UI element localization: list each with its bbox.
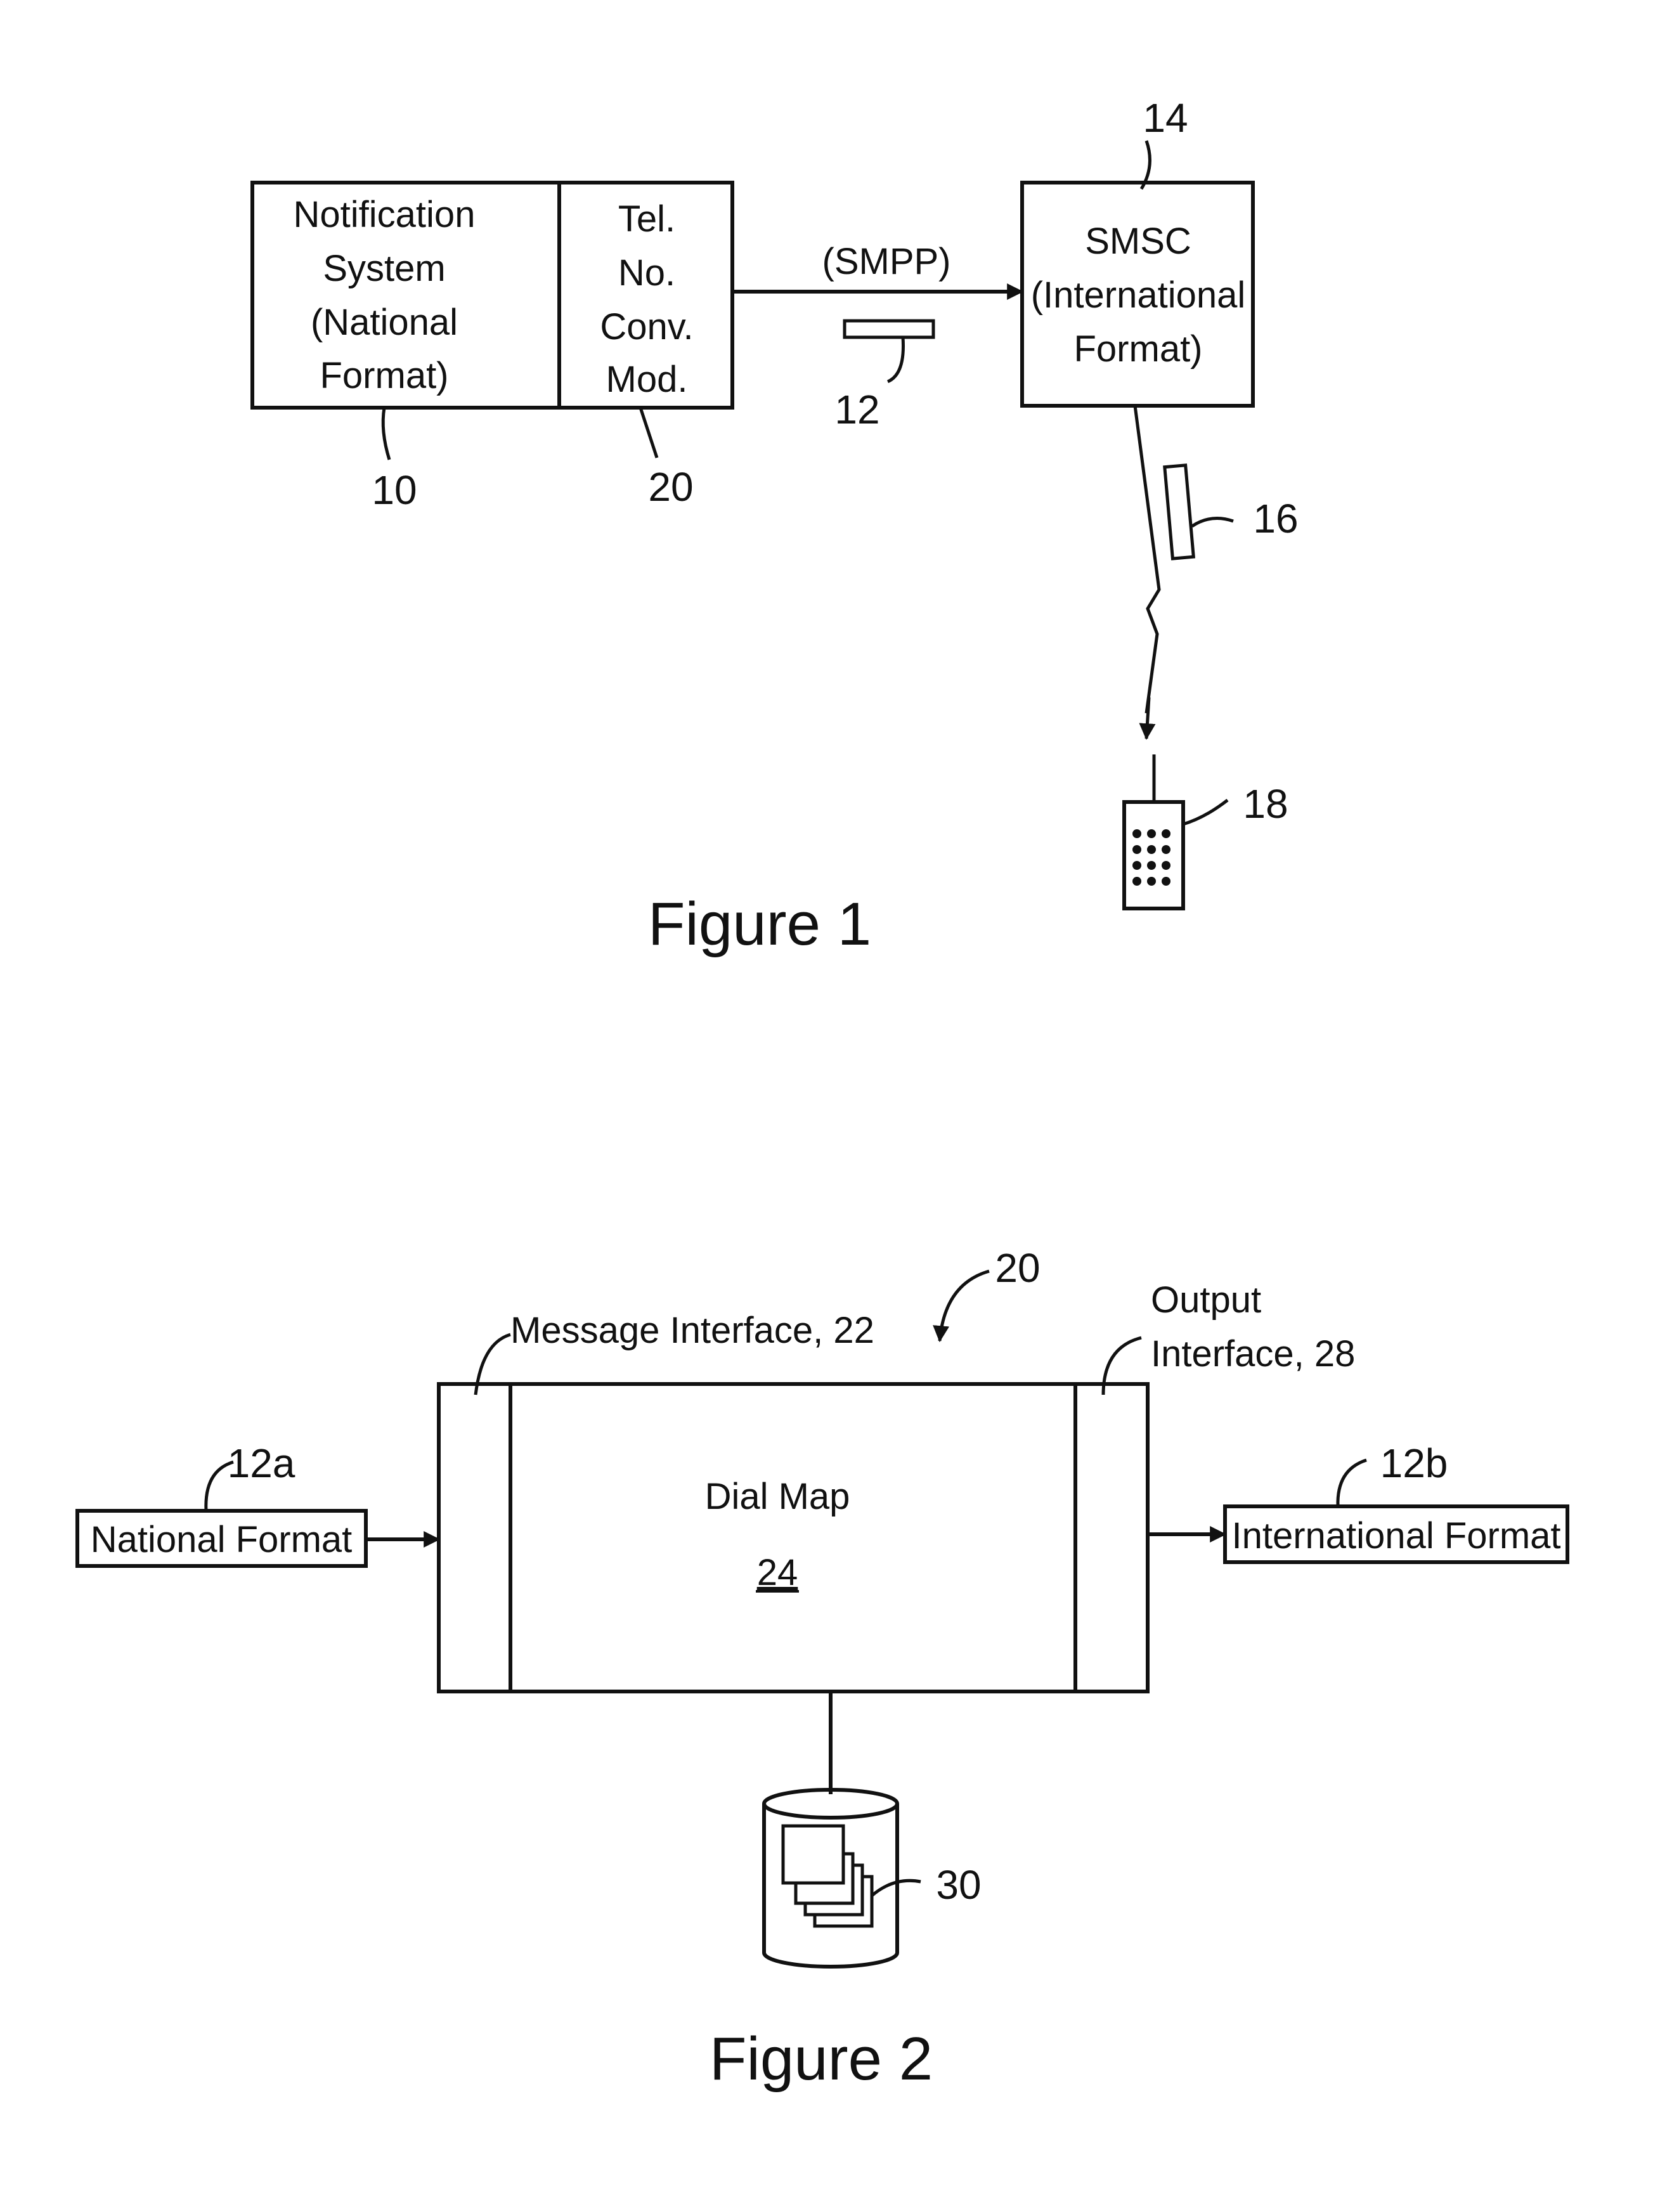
dial-map-label: Dial Map — [705, 1476, 850, 1517]
ref-30-label: 30 — [936, 1862, 981, 1908]
message-interface-label: Message Interface, 22 — [510, 1310, 874, 1351]
conversion-module-line-1: Tel. — [618, 198, 675, 240]
ref-12-leader — [886, 337, 905, 384]
output-interface-leader — [1101, 1336, 1142, 1395]
message-16-icon — [1163, 463, 1196, 560]
ref-12b-label: 12b — [1380, 1440, 1448, 1486]
ref-10-leader — [381, 407, 391, 460]
ref-14-leader — [1139, 140, 1151, 190]
conversion-module-main-box: Dial Map 24 — [437, 1382, 1150, 1693]
figure-1: Notification System (National Format) Te… — [250, 95, 1299, 958]
ref-12a-label: 12a — [228, 1440, 295, 1486]
message-12-icon — [843, 319, 935, 339]
wireless-link — [1133, 405, 1161, 714]
ref-20-label: 20 — [648, 464, 693, 510]
conversion-module-line-3: Conv. — [600, 306, 693, 347]
smsc-box: SMSC (International Format) — [1020, 181, 1255, 408]
ref-12a-leader — [204, 1460, 234, 1511]
smpp-protocol-label: (SMPP) — [822, 241, 951, 282]
stacked-tables-icon — [781, 1824, 874, 1928]
notification-system-line-3: (National — [311, 302, 458, 343]
ref-12b-leader — [1336, 1458, 1367, 1507]
conversion-module-box: Tel. No. Conv. Mod. — [557, 181, 734, 410]
output-interface-line-1: Output — [1151, 1279, 1261, 1321]
ref-16-leader — [1191, 517, 1234, 528]
dial-map-ref: 24 — [757, 1552, 798, 1593]
output-interface-line-2: Interface, 28 — [1151, 1333, 1355, 1374]
ref-18-leader — [1183, 799, 1229, 826]
international-format-label: International Format — [1231, 1515, 1560, 1556]
national-format-label: National Format — [91, 1519, 353, 1560]
figure-2: 20 Dial Map 24 Message Interface, 22 Out… — [75, 1245, 1569, 2093]
smsc-line-3: Format) — [1074, 328, 1203, 370]
notification-system-line-1: Notification — [294, 194, 476, 235]
ref-16-label: 16 — [1253, 496, 1298, 541]
handset-icon — [1122, 754, 1185, 910]
conversion-module-line-4: Mod. — [606, 359, 688, 400]
figure-1-caption: Figure 1 — [648, 890, 871, 958]
ref-14-label: 14 — [1143, 95, 1188, 141]
ref-10-label: 10 — [372, 467, 417, 513]
message-interface-leader — [474, 1333, 511, 1395]
conversion-module-line-2: No. — [618, 252, 675, 294]
database-icon — [762, 1788, 899, 1969]
smsc-line-1: SMSC — [1085, 221, 1191, 262]
wireless-link-arrowhead — [1139, 697, 1156, 741]
ref-20-fig2-arrow — [933, 1269, 990, 1343]
ref-12-label: 12 — [834, 387, 879, 432]
ref-30-leader — [871, 1879, 921, 1897]
figure-2-caption: Figure 2 — [710, 2025, 933, 2093]
ref-18-label: 18 — [1243, 781, 1288, 827]
ref-20-fig2-label: 20 — [995, 1245, 1040, 1291]
notification-system-box: Notification System (National Format) — [250, 181, 561, 410]
notification-system-line-2: System — [323, 248, 445, 289]
national-format-box: National Format — [75, 1509, 368, 1568]
international-format-box: International Format — [1223, 1504, 1569, 1564]
smsc-line-2: (International — [1031, 275, 1246, 316]
ref-20-leader — [639, 407, 659, 458]
notification-system-line-4: Format) — [320, 355, 449, 396]
